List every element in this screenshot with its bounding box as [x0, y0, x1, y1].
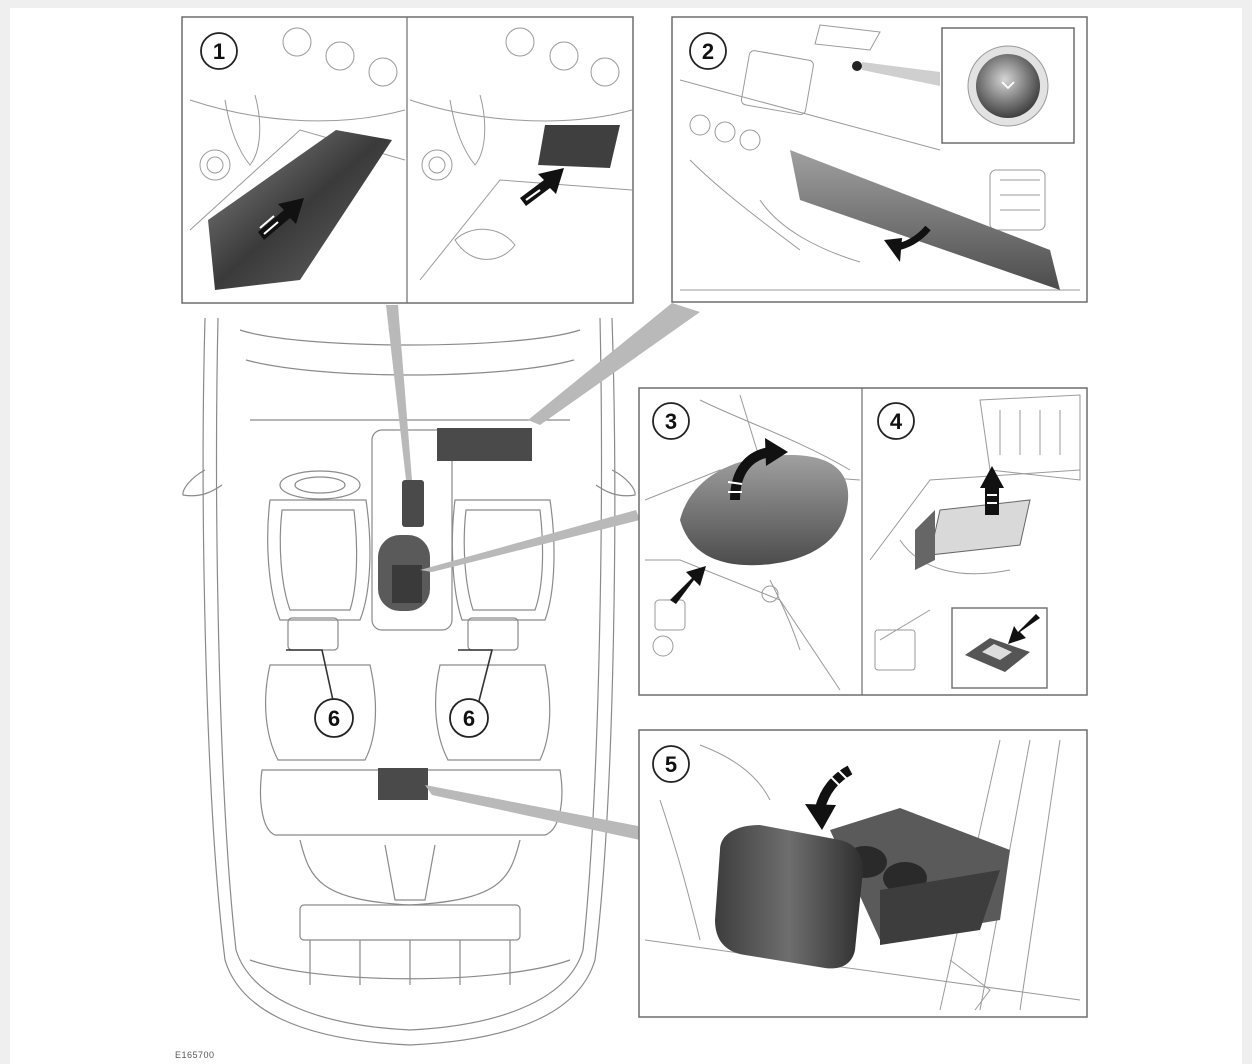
figure-reference-code: E165700: [175, 1050, 215, 1060]
callout-2: [689, 32, 727, 70]
armrest-compartment-location: [392, 565, 422, 603]
callout-6-right: [449, 698, 489, 738]
callout-5-label: 5: [665, 752, 677, 777]
callout-6-left: [314, 698, 354, 738]
arrow-curved-icon: [805, 765, 853, 830]
vehicle-top-view: [182, 317, 636, 1046]
callout-4-label: 4: [890, 409, 903, 434]
callout-1: [200, 32, 238, 70]
callouts-6: 6 6: [314, 698, 489, 738]
callout-3: [652, 402, 690, 440]
rear-cupholder-location: [378, 768, 428, 800]
arrow-up-icon: [520, 168, 564, 206]
glovebox-button-small: [852, 61, 862, 71]
armrest-lid: [680, 455, 849, 566]
arrow-down-icon: [884, 225, 931, 262]
leader-5: [425, 785, 640, 840]
glovebox-lid: [790, 150, 1060, 290]
panel-5: 5: [638, 729, 1088, 1018]
leader-2: [528, 303, 700, 425]
callout-3-label: 3: [665, 409, 677, 434]
arrow-down-icon: [1008, 614, 1040, 644]
button-icon: [976, 54, 1040, 118]
cupholder-housing: [715, 825, 863, 969]
leader-3: [420, 510, 640, 572]
callout-1-label: 1: [213, 39, 225, 64]
arrow-up-icon: [980, 466, 1004, 515]
leader-6-lines: [286, 649, 494, 706]
panel-1: 1: [181, 16, 634, 304]
arrow-curved-icon: [727, 438, 788, 501]
front-console-tray-location: [402, 480, 424, 527]
glovebox-location: [437, 428, 532, 461]
callout-6-left-label: 6: [328, 706, 340, 731]
vehicle-highlights: [378, 428, 532, 800]
leader-1: [386, 305, 412, 480]
callout-2-label: 2: [702, 39, 714, 64]
arrow-up-icon: [670, 566, 706, 604]
panel-2: 2: [671, 16, 1088, 303]
callout-5: [652, 745, 690, 783]
arrow-up-icon: [258, 198, 304, 240]
console-tray-open: [538, 125, 620, 168]
panel-3-4: 3 4: [638, 387, 1088, 696]
callout-6-right-label: 6: [463, 706, 475, 731]
leader-lines: [386, 303, 700, 840]
callout-4: [877, 402, 915, 440]
